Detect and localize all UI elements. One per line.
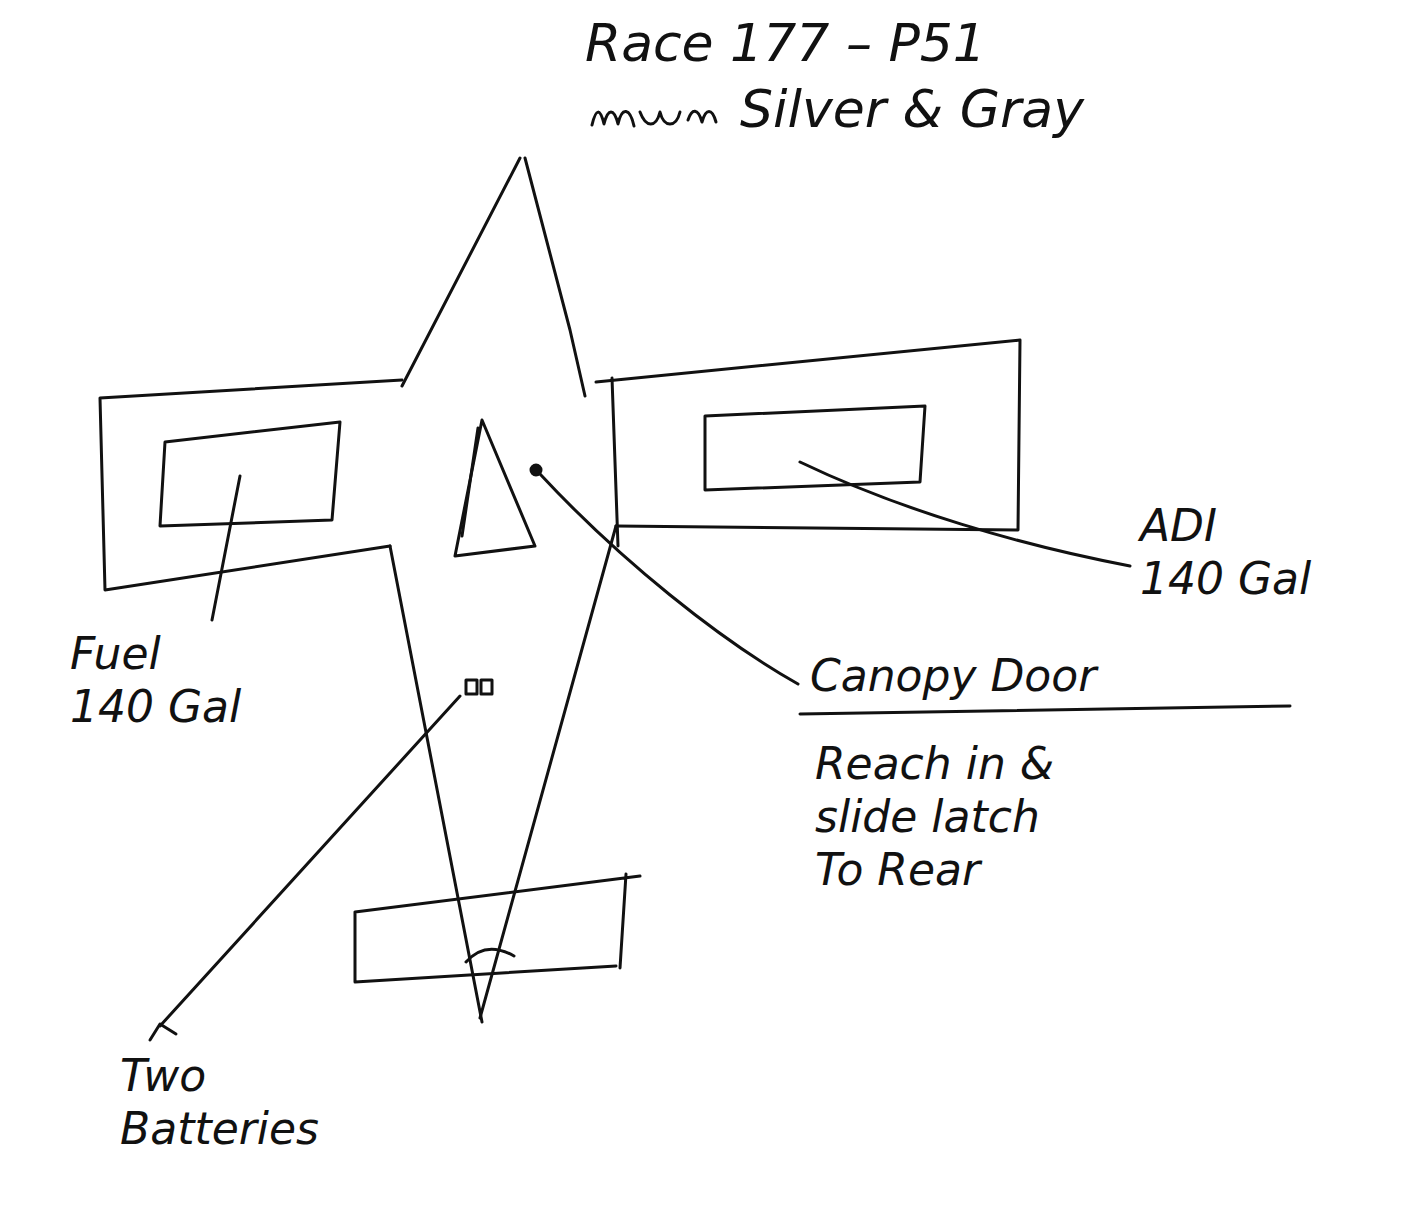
battery-symbol [481,680,492,694]
tail-mark [466,949,514,962]
leader-line [540,474,798,684]
instruction-note: Reach in & slide latch To Rear [815,738,1085,896]
arrow-head [150,1024,176,1040]
part-name: Canopy Door [810,650,1096,703]
part-name: Two Batteries [120,1050,330,1156]
color-note: Silver & Gray [740,78,1084,140]
fuselage-line [390,546,482,1022]
fuel-tank [160,422,340,526]
leader-line [212,476,240,620]
leader-line [800,462,1130,566]
canopy [455,420,535,556]
tank-note: Fuel 140 Gal [70,628,250,734]
adi-tank [705,406,925,490]
left-wing [100,380,402,590]
tailplane [355,874,640,982]
scribble [592,111,716,126]
canopy-frame [462,428,478,536]
fuselage-line [480,526,616,1018]
title: Race 177 – P51 [585,12,986,74]
tank-note: ADI 140 Gal [1140,500,1314,606]
fuselage-line [402,158,520,386]
fuselage-line [525,158,585,396]
right-wing [596,340,1020,530]
leader-line [160,696,460,1026]
wing-root-line [612,378,618,546]
underline [800,706,1290,714]
battery-symbol [466,680,477,694]
